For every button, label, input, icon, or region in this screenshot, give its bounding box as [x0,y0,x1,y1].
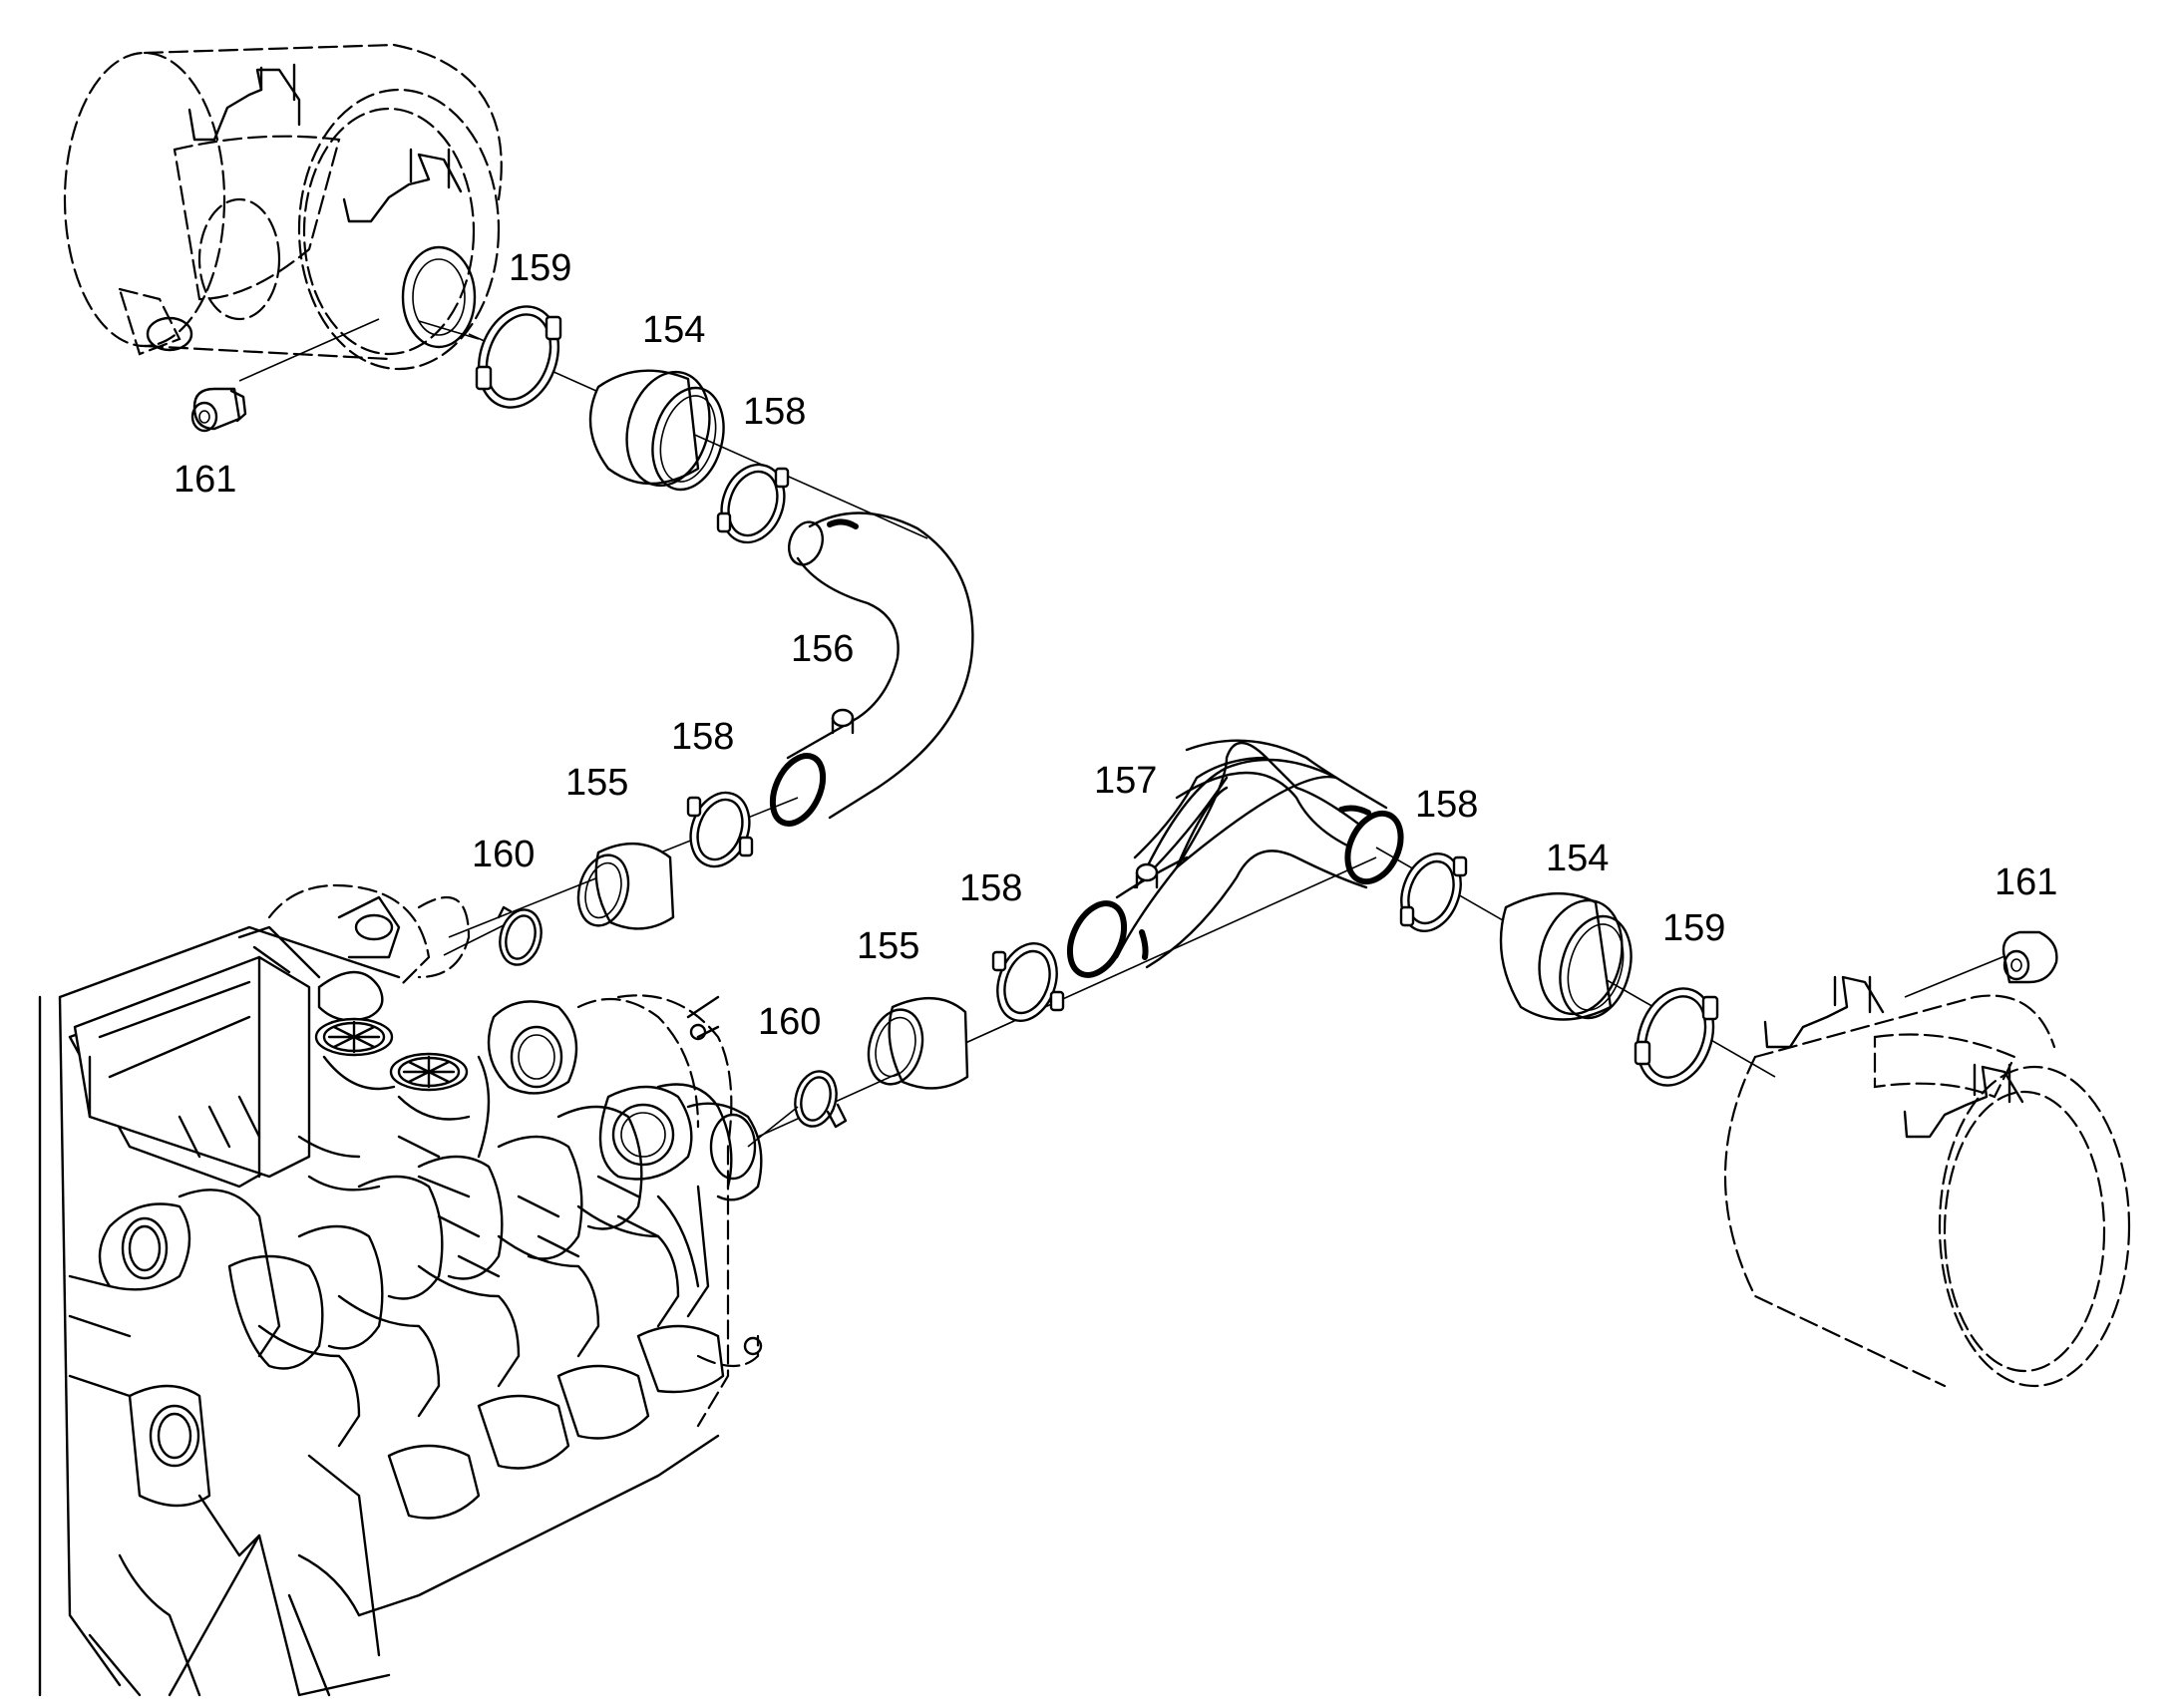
callout-160-upper: 160 [472,834,536,875]
part-158-clamp-middle-left [686,791,754,868]
part-155-reducer-upper-left [576,842,675,930]
callout-156: 156 [791,628,855,670]
callout-158-middle: 158 [959,867,1023,909]
axis-engine-to-160-upper [443,924,505,956]
part-160-ring-upper-left [497,905,543,966]
part-158-clamp-middle [991,942,1065,1022]
callout-161-right: 161 [1995,861,2058,903]
part-154-reducer-upper [588,369,725,492]
callout-159-upper: 159 [509,247,572,289]
engine-block [38,883,763,1697]
callout-155-lower: 155 [857,925,920,967]
part-159-clamp-upper [475,305,562,409]
part-154-reducer-right [1499,892,1633,1021]
part-160-ring-lower [794,1070,848,1129]
part-155-reducer-lower [867,997,969,1090]
callout-157: 157 [1094,760,1158,802]
callout-160-lower: 160 [758,1001,822,1043]
part-156-hose-left [769,512,974,827]
part-158-clamp-right [1399,853,1468,932]
part-157-hose-right [1066,739,1404,978]
callout-159-right: 159 [1662,907,1726,949]
air-filter-housing-left [63,43,503,382]
axis-engine-to-160-lower [747,1106,799,1148]
callout-155-upper: 155 [565,762,629,804]
part-158-clamp-upper [716,463,790,544]
air-filter-housing-right [1724,975,2131,1388]
assembly-axis-middle-right [757,856,1377,1138]
callout-158-middle-left: 158 [671,716,735,758]
part-159-clamp-right [1634,987,1719,1087]
callout-158-right: 158 [1415,784,1479,826]
part-161-sensor-upper [190,387,247,433]
part-161-sensor-right [2001,930,2058,984]
callout-158-upper: 158 [743,391,807,433]
assembly-axis-sensor-right [1904,951,2015,998]
callout-154-right: 154 [1546,838,1610,879]
callout-154-upper: 154 [642,309,706,351]
callout-161-upper: 161 [174,459,237,501]
